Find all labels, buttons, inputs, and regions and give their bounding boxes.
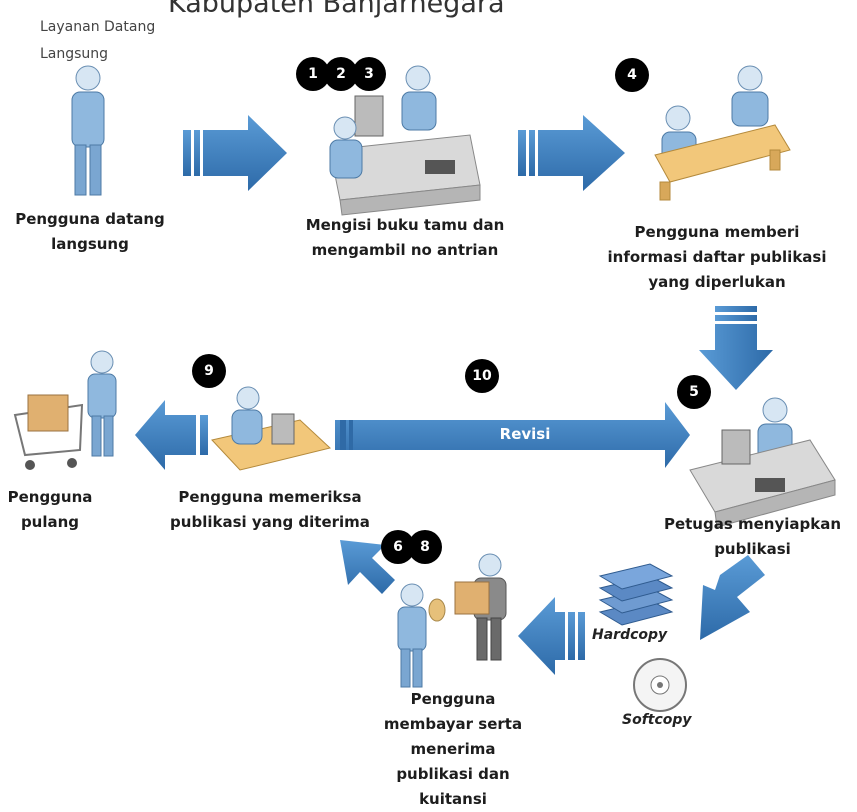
meeting-table-icon bbox=[654, 65, 791, 201]
softcopy-label: Softcopy bbox=[622, 712, 692, 728]
step-caption-guestbook: Mengisi buku tamu dan mengambil no antri… bbox=[305, 216, 505, 259]
step-badge: 9 bbox=[192, 354, 226, 388]
step-badge: 4 bbox=[615, 58, 649, 92]
step-caption-prepare: Petugas menyiapkan publikasi bbox=[663, 515, 842, 558]
step-caption-check: Pengguna memeriksa publikasi yang diteri… bbox=[170, 488, 370, 531]
hardcopy-label: Hardcopy bbox=[592, 627, 668, 643]
step-caption-go-home: Pengguna pulang bbox=[7, 488, 93, 531]
arrow-step9-to-home bbox=[135, 400, 208, 470]
hardcopy-books-icon bbox=[598, 563, 674, 626]
step-badge: 5 bbox=[677, 375, 711, 409]
arrow-step6-to-step9 bbox=[340, 540, 395, 594]
step-badge: 8 bbox=[408, 530, 442, 564]
softcopy-cd-icon bbox=[633, 658, 687, 712]
step-badge: 3 bbox=[352, 57, 386, 91]
page-title: Kabupaten Banjarnegara bbox=[168, 0, 505, 19]
person-standing-icon bbox=[71, 65, 105, 196]
step-caption-pay-receive: Pengguna membayar serta menerima publika… bbox=[383, 690, 523, 808]
revision-badge: 10 bbox=[465, 359, 499, 393]
step-caption-arrive: Pengguna datang langsung bbox=[15, 210, 165, 253]
reception-desk-icon bbox=[329, 65, 481, 216]
officer-workstation-icon bbox=[689, 397, 836, 528]
arrow-step2-to-step4 bbox=[518, 115, 625, 191]
handover-icon bbox=[397, 553, 507, 688]
arrow-step1-to-step2 bbox=[183, 115, 287, 191]
arrow-step4-to-step5 bbox=[699, 306, 773, 390]
revision-label: Revisi bbox=[499, 425, 551, 443]
arrow-media-to-step6 bbox=[518, 597, 585, 675]
step-caption-inform: Pengguna memberi informasi daftar publik… bbox=[607, 223, 827, 291]
checking-desk-icon bbox=[211, 386, 332, 471]
page-subtitle: Layanan Datang Langsung bbox=[40, 19, 156, 62]
shopping-cart-icon bbox=[13, 350, 117, 470]
arrow-step5-to-media bbox=[700, 555, 765, 640]
arrow-revisi-bidirectional bbox=[335, 402, 690, 468]
